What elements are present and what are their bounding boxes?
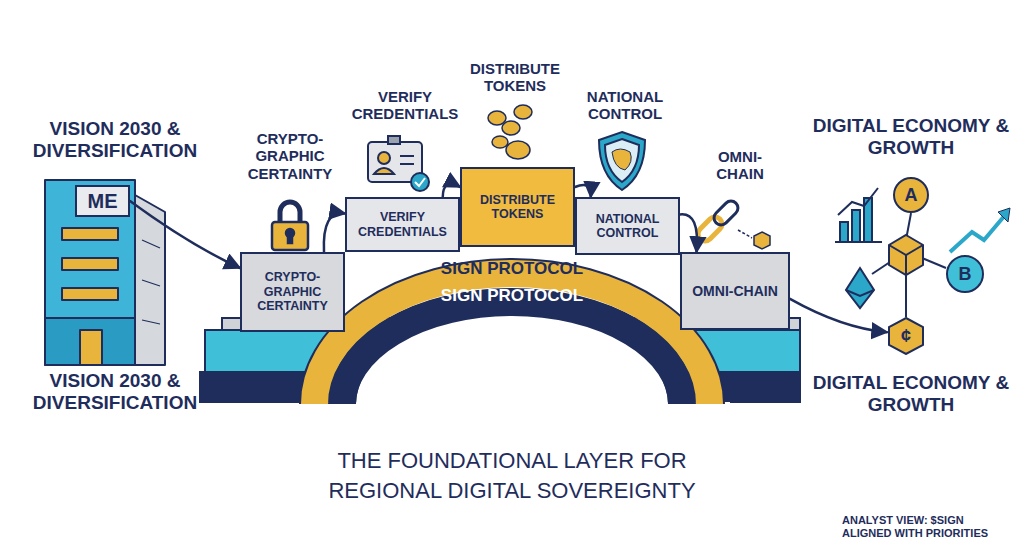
flow-arrow bbox=[575, 185, 591, 197]
node-text: SIGN PROTOCOL bbox=[441, 286, 583, 306]
flow-arrow bbox=[443, 184, 460, 197]
flow-arrow bbox=[790, 299, 887, 332]
node-text: ME bbox=[88, 190, 118, 213]
protocol-band: SIGN PROTOCOL bbox=[437, 284, 587, 308]
step-box: CRYPTO-GRAPHIC CERTAINTY bbox=[240, 252, 345, 332]
node-text: VERIFY CREDENTIALS bbox=[347, 210, 458, 239]
building bbox=[45, 180, 165, 365]
node-text: ¢ bbox=[901, 326, 911, 347]
protocol-band: SIGN PROTOCOL bbox=[437, 257, 587, 281]
token-hexagon: ¢ bbox=[887, 317, 925, 355]
step-box: OMNI-CHAIN bbox=[680, 252, 790, 330]
flow-arrow bbox=[324, 213, 345, 252]
node-text: SIGN PROTOCOL bbox=[441, 259, 583, 279]
node-text: OMNI-CHAIN bbox=[692, 283, 778, 299]
node-text: NATIONAL CONTROL bbox=[577, 212, 678, 241]
id-card-icon bbox=[368, 136, 429, 191]
vision-heading: VISION 2030 & DIVERSIFICATION bbox=[10, 118, 220, 162]
growth-heading: DIGITAL ECONOMY & GROWTH bbox=[808, 115, 1014, 159]
shield-icon bbox=[599, 132, 645, 190]
chain-icon bbox=[695, 198, 770, 249]
token-circle: B bbox=[946, 255, 984, 293]
step-box: NATIONAL CONTROL bbox=[575, 197, 680, 255]
vision-heading: VISION 2030 & DIVERSIFICATION bbox=[10, 370, 220, 414]
token-circle: A bbox=[893, 177, 929, 213]
step-heading: VERIFY CREDENTIALS bbox=[345, 88, 465, 123]
step-heading: OMNI-CHAIN bbox=[705, 148, 775, 183]
step-heading: NATIONAL CONTROL bbox=[570, 88, 680, 123]
analyst-note: ANALYST VIEW: $SIGN ALIGNED WITH PRIORIT… bbox=[842, 514, 992, 539]
node-text: CRYPTO-GRAPHIC CERTAINTY bbox=[242, 270, 343, 313]
building-sign: ME bbox=[75, 185, 130, 217]
growth-heading: DIGITAL ECONOMY & GROWTH bbox=[808, 372, 1014, 416]
step-box: VERIFY CREDENTIALS bbox=[345, 197, 460, 252]
step-heading: CRYPTO-GRAPHIC CERTAINTY bbox=[240, 130, 340, 182]
node-text: DISTRIBUTE TOKENS bbox=[462, 193, 573, 222]
flow-arrow bbox=[130, 201, 240, 268]
step-box: DISTRIBUTE TOKENS bbox=[460, 167, 575, 247]
flow-arrow bbox=[680, 214, 697, 252]
node-text: A bbox=[905, 185, 918, 206]
coins-icon bbox=[488, 105, 532, 159]
step-heading: DISTRIBUTE TOKENS bbox=[455, 60, 575, 95]
caption: THE FOUNDATIONAL LAYER FOR REGIONAL DIGI… bbox=[302, 446, 722, 505]
lock-icon bbox=[272, 202, 308, 250]
node-text: B bbox=[959, 264, 972, 285]
